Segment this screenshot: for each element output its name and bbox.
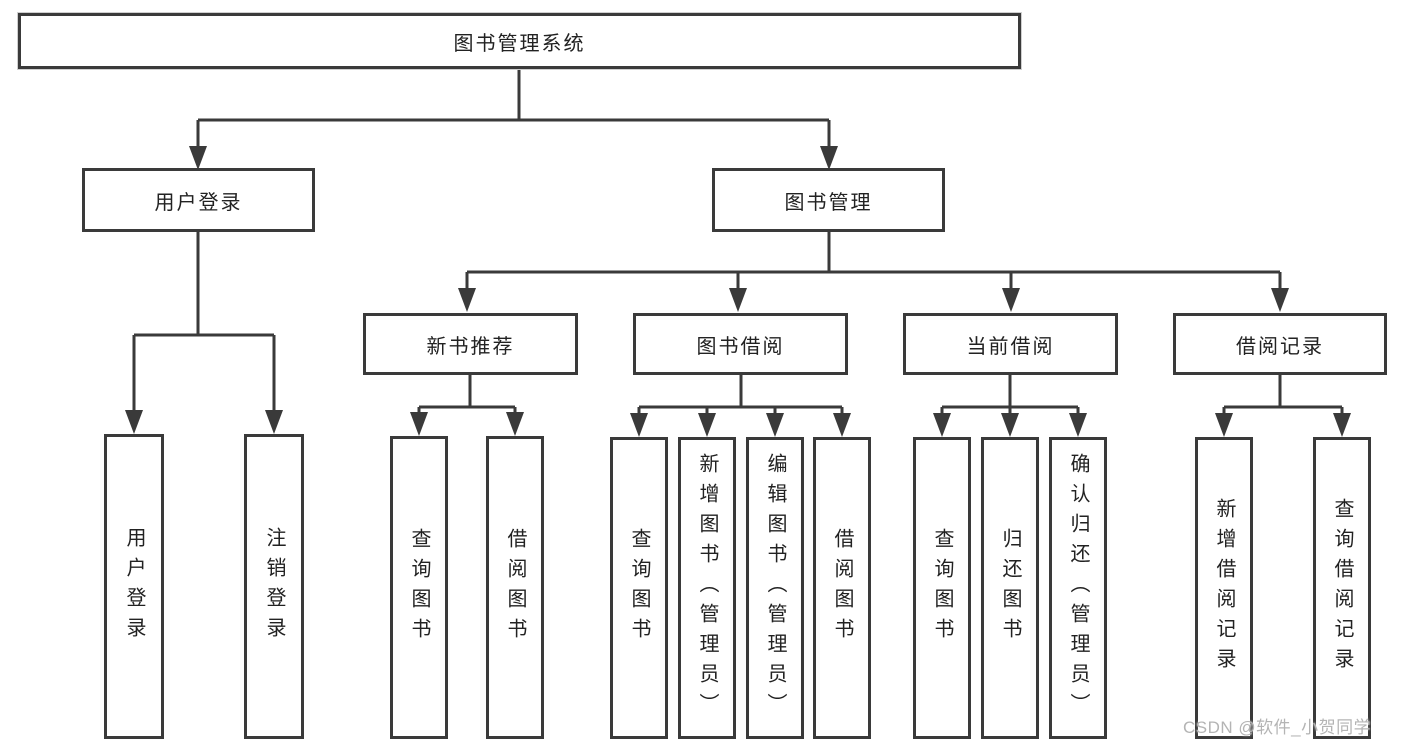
arrowhead-icon — [820, 146, 838, 170]
leaf-return-book: 归还图书 — [981, 437, 1039, 739]
leaf-add-book-admin: 新增图书（管理员） — [678, 437, 736, 739]
arrowhead-icon — [833, 413, 851, 437]
arrowhead-icon — [1215, 413, 1233, 437]
node-label: 新增借阅记录 — [1213, 498, 1235, 678]
connector-bookmgmt-to-level3 — [465, 232, 1282, 294]
arrowhead-icon — [506, 412, 524, 436]
node-label: 借阅图书 — [831, 528, 853, 648]
node-new-book-recommend: 新书推荐 — [363, 313, 578, 375]
connector-userlogin-to-leaves — [132, 232, 276, 416]
node-label: 用户登录 — [154, 191, 243, 214]
arrowhead-icon — [125, 410, 143, 434]
connector-borrow-to-leaves — [637, 375, 844, 420]
node-label: 查询图书 — [408, 527, 430, 648]
node-borrowing-records: 借阅记录 — [1173, 313, 1387, 375]
arrowhead-icon — [189, 146, 207, 170]
arrowhead-icon — [1333, 413, 1351, 437]
leaf-edit-book-admin: 编辑图书（管理员） — [746, 437, 804, 739]
arrowhead-icon — [729, 288, 747, 312]
connector-paths — [132, 68, 1344, 420]
node-label: 新增图书（管理员） — [696, 453, 718, 723]
node-label: 借阅图书 — [504, 527, 526, 648]
arrowhead-icon — [1271, 288, 1289, 312]
arrowhead-icon — [698, 413, 716, 437]
arrowheads — [125, 146, 1351, 437]
leaf-user-login: 用户登录 — [104, 434, 164, 739]
arrowhead-icon — [410, 412, 428, 436]
node-label: 确认归还（管理员） — [1067, 453, 1089, 723]
arrowhead-icon — [933, 413, 951, 437]
node-label: 注销登录 — [263, 526, 285, 647]
leaf-query-books-2: 查询图书 — [610, 437, 668, 739]
node-label: 图书管理 — [784, 191, 873, 214]
connector-newbook-to-leaves — [417, 375, 517, 420]
node-book-management: 图书管理 — [712, 168, 945, 232]
arrowhead-icon — [766, 413, 784, 437]
leaf-query-borrow-record: 查询借阅记录 — [1313, 437, 1371, 739]
node-label: 查询图书 — [931, 528, 953, 648]
node-label: 归还图书 — [999, 528, 1021, 648]
node-label: 当前借阅 — [966, 335, 1055, 358]
leaf-borrow-books-2: 借阅图书 — [813, 437, 871, 739]
arrowhead-icon — [630, 413, 648, 437]
node-label: 编辑图书（管理员） — [764, 453, 786, 723]
leaf-add-borrow-record: 新增借阅记录 — [1195, 437, 1253, 739]
arrowhead-icon — [1002, 288, 1020, 312]
node-label: 图书借阅 — [696, 335, 785, 358]
arrowhead-icon — [458, 288, 476, 312]
node-library-management-system: 图书管理系统 — [18, 13, 1021, 69]
leaf-confirm-return-admin: 确认归还（管理员） — [1049, 437, 1107, 739]
node-label: 新书推荐 — [426, 335, 515, 358]
node-label: 借阅记录 — [1236, 335, 1324, 358]
node-book-borrowing: 图书借阅 — [633, 313, 848, 375]
node-label: 查询图书 — [628, 528, 650, 648]
node-label: 查询借阅记录 — [1331, 498, 1353, 678]
arrowhead-icon — [1001, 413, 1019, 437]
arrowhead-icon — [265, 410, 283, 434]
leaf-logout: 注销登录 — [244, 434, 304, 739]
node-label: 图书管理系统 — [453, 32, 586, 55]
leaf-query-books-1: 查询图书 — [390, 436, 448, 739]
leaf-borrow-books-1: 借阅图书 — [486, 436, 544, 739]
node-label: 用户登录 — [123, 526, 145, 647]
connector-root-to-level2 — [196, 68, 831, 152]
node-current-borrowing: 当前借阅 — [903, 313, 1118, 375]
leaf-query-books-3: 查询图书 — [913, 437, 971, 739]
arrowhead-icon — [1069, 413, 1087, 437]
csdn-watermark: CSDN @软件_小贺同学 — [1183, 718, 1372, 737]
connector-records-to-leaves — [1222, 375, 1344, 420]
node-user-login: 用户登录 — [82, 168, 315, 232]
